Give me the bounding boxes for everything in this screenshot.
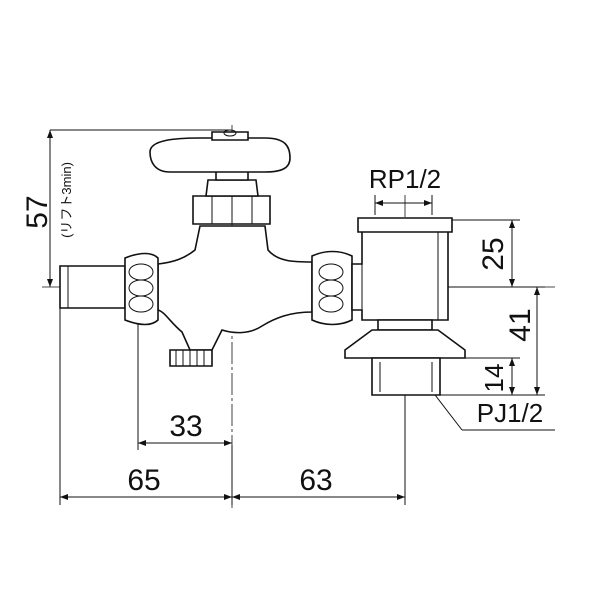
dimension-lines (47, 129, 555, 505)
dim-25-label: 25 (477, 237, 510, 270)
pj-thread-label: PJ1/2 (477, 398, 544, 428)
rp-thread-label: RP1/2 (369, 164, 441, 194)
center-lines (42, 125, 555, 508)
dim-14-label: 14 (479, 364, 509, 393)
dim-63-label: 63 (299, 464, 332, 497)
dim-57-label: 57 (21, 195, 54, 228)
lift-note-label: (リフト3min) (59, 162, 74, 238)
dim-41-label: 41 (504, 308, 537, 341)
faucet-body (59, 129, 466, 396)
dim-65-label: 65 (127, 464, 160, 497)
dim-33-label: 33 (169, 410, 202, 443)
